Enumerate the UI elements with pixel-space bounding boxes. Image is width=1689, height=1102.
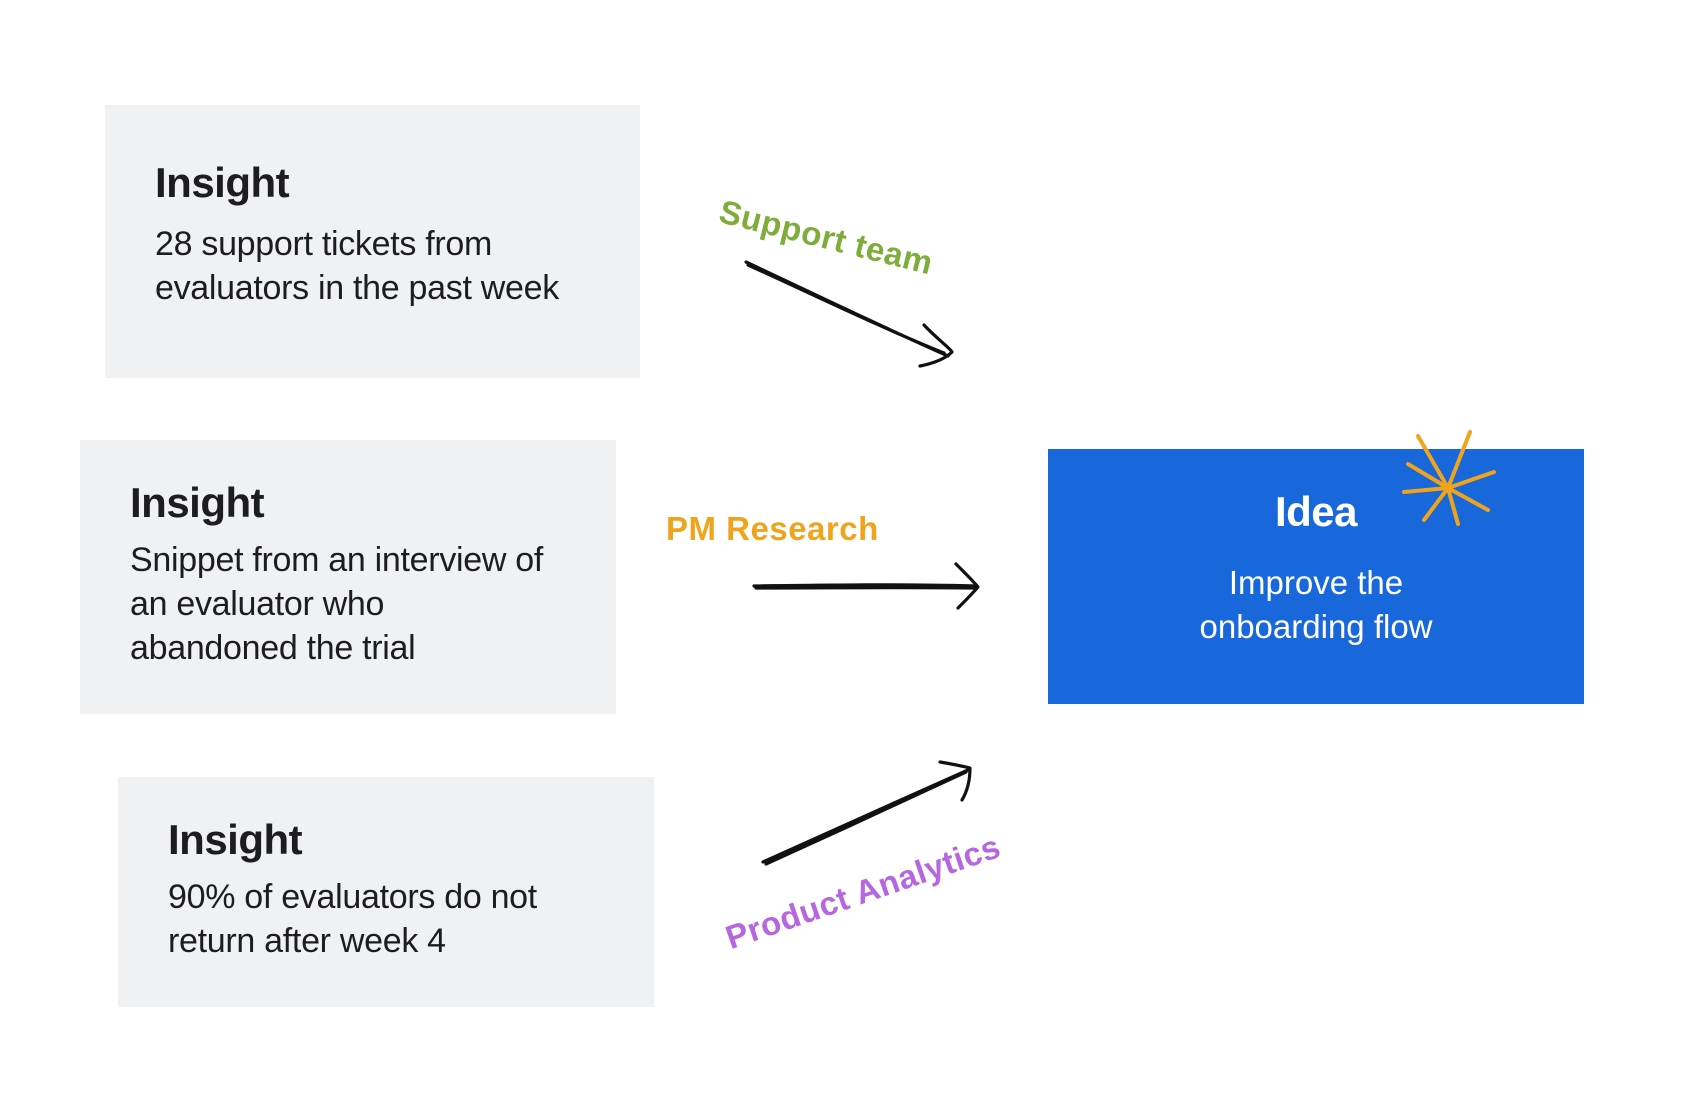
insight-card-support: Insight 28 support tickets from evaluato… xyxy=(105,105,640,378)
idea-card: Idea Improve the onboarding flow xyxy=(1048,449,1584,704)
arrow-research-to-idea xyxy=(752,583,978,590)
insight-title: Insight xyxy=(155,159,290,206)
arrowhead-analytics xyxy=(938,760,972,802)
source-label-pm-research: PM Research xyxy=(666,510,879,547)
insight-title: Insight xyxy=(130,479,265,526)
arrowhead-research xyxy=(954,562,980,610)
insight-body: 90% of evaluators do not return after we… xyxy=(168,878,537,961)
insight-card-research: Insight Snippet from an interview of an … xyxy=(80,440,616,714)
source-label-support-team: Support team xyxy=(715,192,937,282)
insight-title: Insight xyxy=(168,816,303,863)
source-label-product-analytics: Product Analytics xyxy=(720,827,1006,957)
insight-body: Snippet from an interview of an evaluato… xyxy=(130,541,544,668)
idea-body: Improve the onboarding flow xyxy=(1199,564,1433,646)
arrowhead-support xyxy=(918,323,954,368)
insight-body: 28 support tickets from evaluators in th… xyxy=(155,225,559,308)
insight-card-analytics: Insight 90% of evaluators do not return … xyxy=(118,777,654,1007)
idea-title: Idea xyxy=(1274,488,1358,535)
